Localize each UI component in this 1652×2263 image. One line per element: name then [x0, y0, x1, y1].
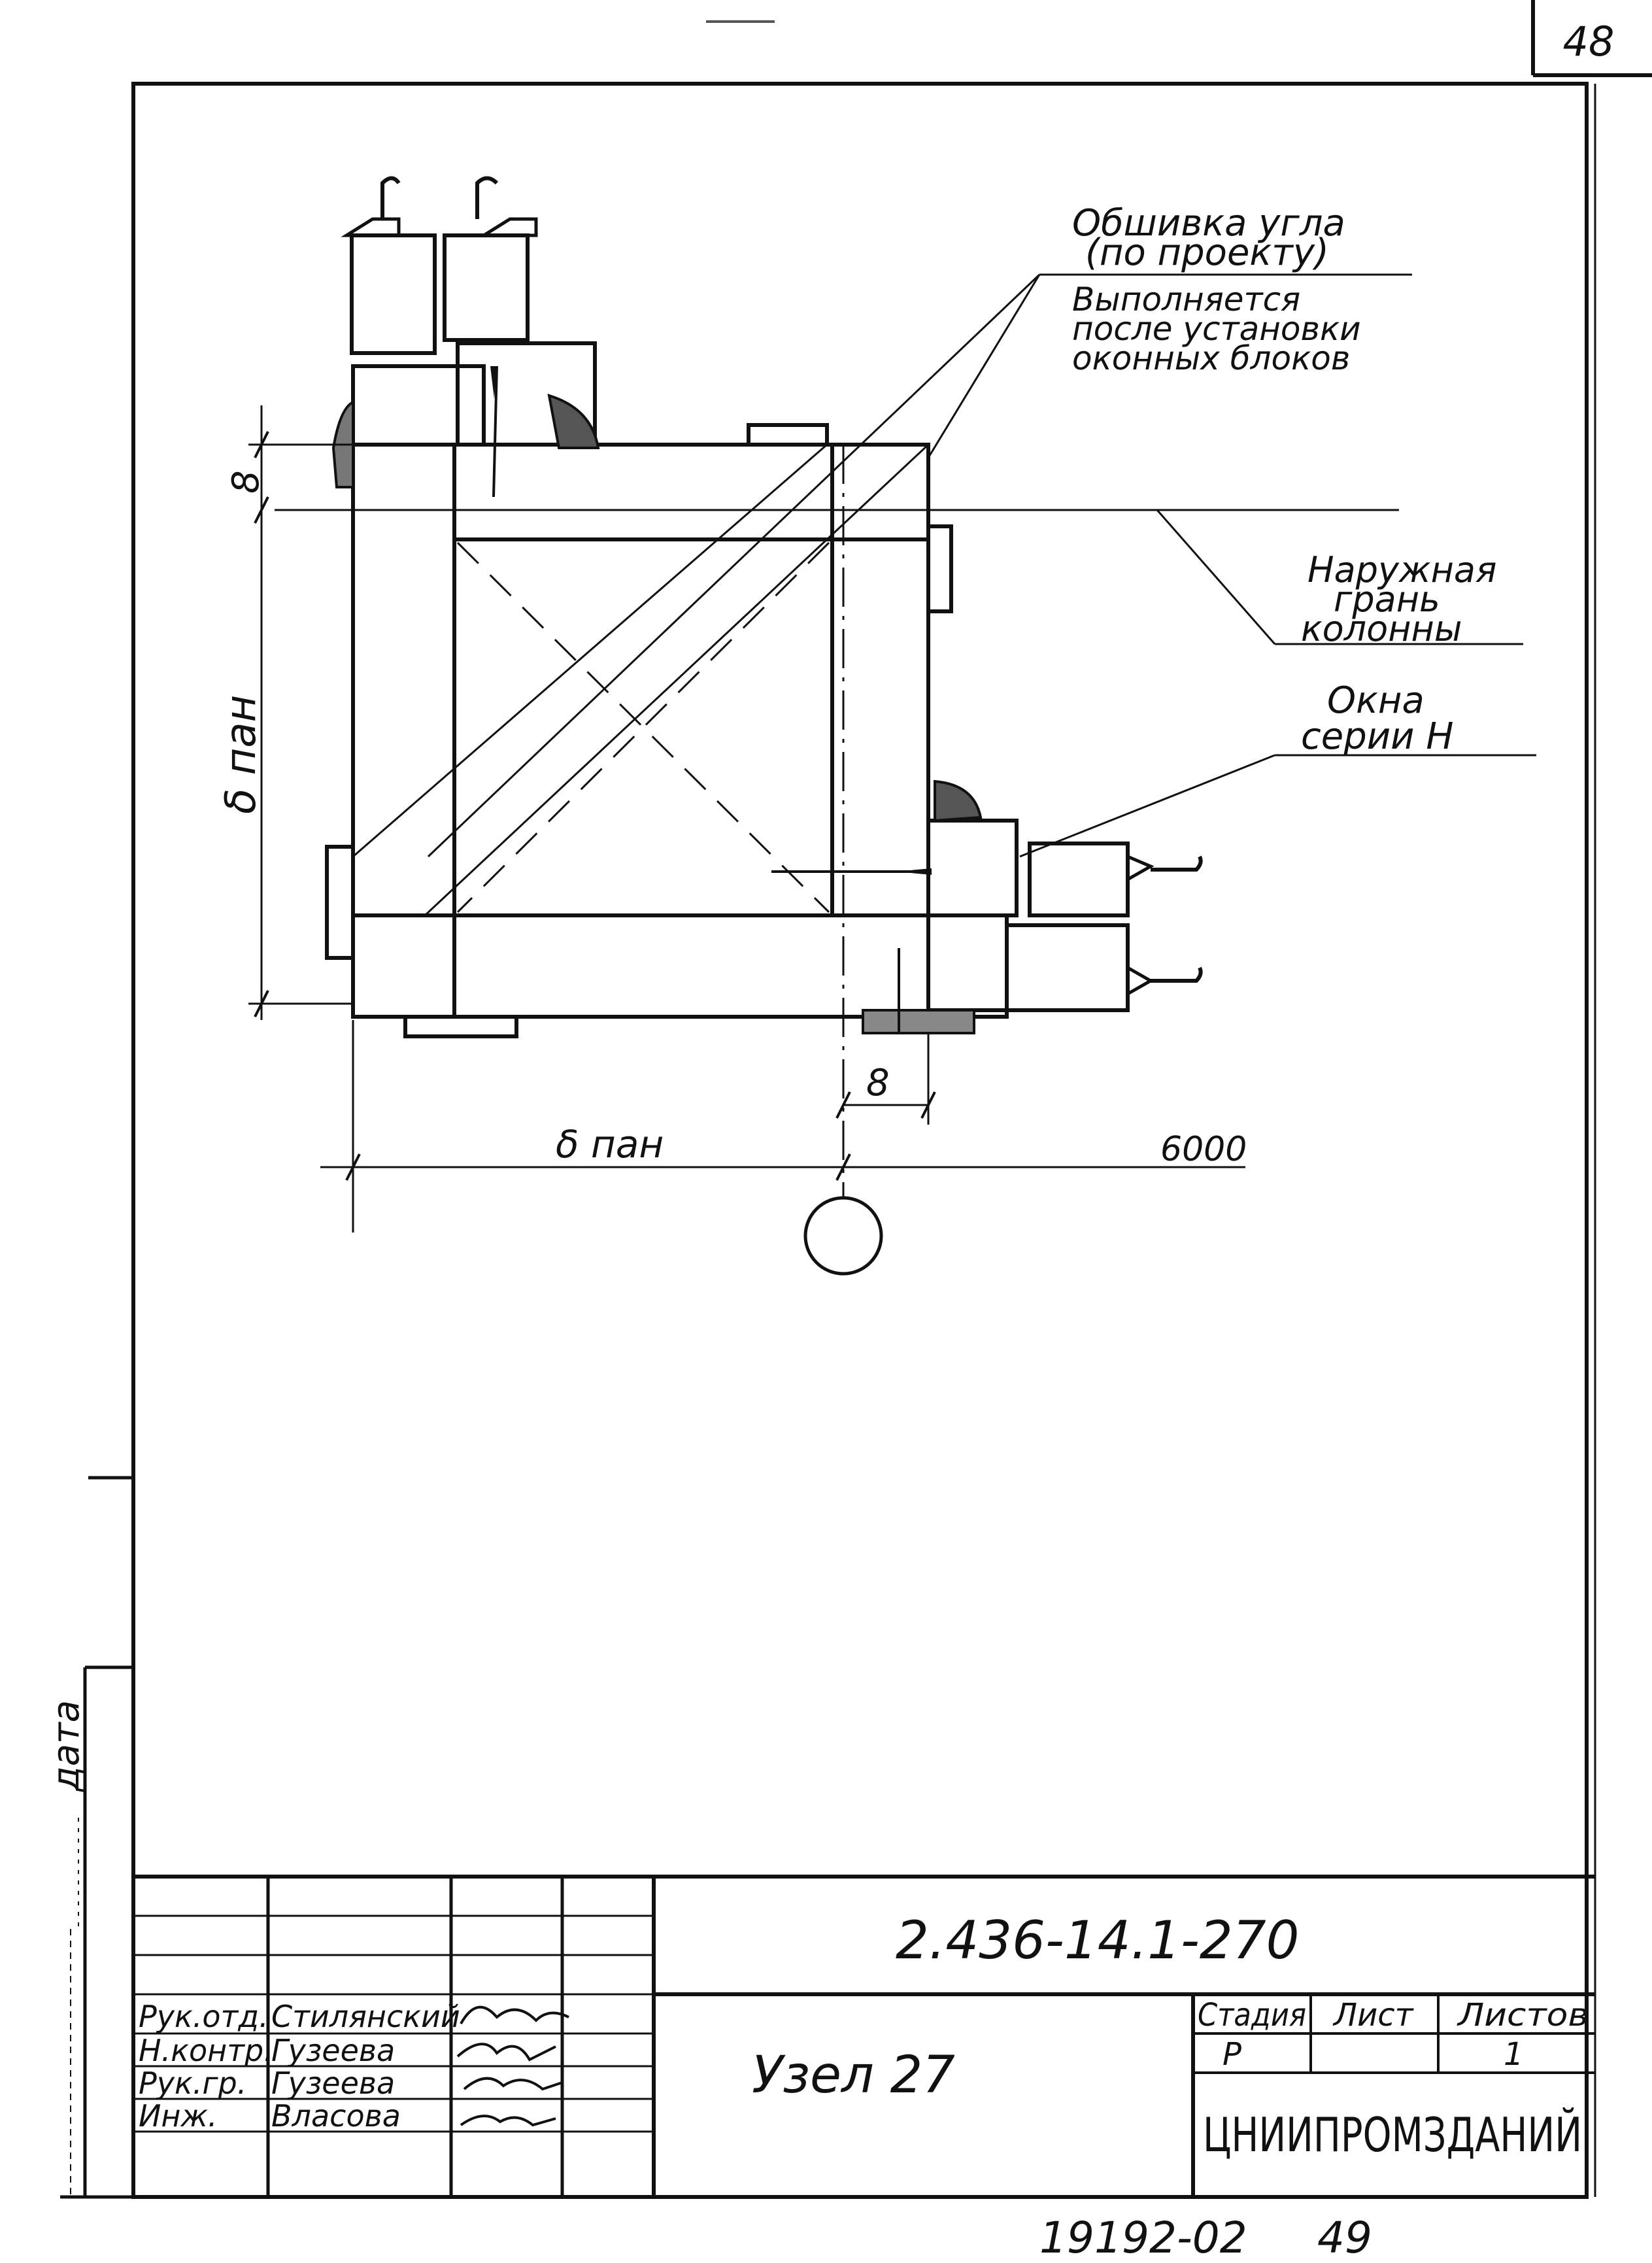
callout-leaders — [427, 273, 1536, 858]
dimension-top-gap: 8 — [225, 405, 353, 524]
vertical-wall-panel — [351, 443, 456, 1019]
dimension-vertical-panel: δ пан — [217, 510, 353, 1020]
sheets-value: 1 — [1504, 2036, 1524, 2073]
signature-name-3: Гузеева — [271, 2066, 395, 2101]
grid-axis-marker — [803, 1196, 883, 1276]
title-block: 2.436-14.1-270 Узел 27 ЦНИИПРОМЗДАНИЙ Ст… — [133, 1875, 1595, 2197]
callout-windows-line2: серии Н — [1301, 715, 1454, 758]
callout-windows-line1: Окна — [1327, 679, 1424, 722]
signature-role-4: Инж. — [139, 2098, 218, 2134]
fastener-brackets — [325, 423, 953, 1038]
callout-after-install-line2: после установки — [1072, 310, 1361, 348]
side-stamp-label: дата — [45, 1700, 88, 1792]
drawing-frame — [131, 82, 1589, 2199]
dimension-right-gap-label: 8 — [866, 1062, 890, 1104]
handwritten-signatures — [456, 2005, 569, 2127]
callout-cladding-line2: (по проекту) — [1085, 231, 1329, 274]
callout-outer-face-line1: Наружная — [1307, 549, 1496, 590]
window-block-top — [331, 176, 600, 498]
page-number: 48 — [1563, 18, 1615, 65]
footer-page: 49 — [1317, 2213, 1372, 2263]
corner-node-drawing: 8 δ пан 8 δ пан 6000 — [217, 176, 1536, 1276]
stage-header: Стадия — [1198, 1997, 1306, 2033]
callout-after-install-line1: Выполняется — [1072, 281, 1300, 318]
signature-role-1: Рук.отд. — [139, 1999, 269, 2034]
callout-outer-face-line2: грань — [1334, 579, 1440, 620]
horizontal-wall-panel — [351, 913, 1009, 1019]
org-name: ЦНИИПРОМЗДАНИЙ — [1203, 2107, 1582, 2162]
window-block-right — [771, 779, 1203, 1034]
signature-role-2: Н.контр. — [139, 2033, 273, 2068]
dimension-right-gap: 8 — [835, 1033, 936, 1125]
doc-code: 2.436-14.1-270 — [896, 1910, 1300, 1971]
top-cladding-panel — [452, 443, 930, 541]
signature-name-1: Стилянский — [271, 1999, 460, 2034]
dimension-grid-spacing-label: 6000 — [1160, 1130, 1247, 1169]
column-section — [452, 537, 834, 917]
page-number-box: 48 — [1531, 0, 1652, 77]
footer-code: 19192-02 — [1039, 2213, 1247, 2263]
dimension-horizontal: δ пан 6000 — [320, 1020, 1247, 1233]
dimension-vertical-panel-label: δ пан — [217, 695, 265, 814]
sheets-header: Листов — [1457, 1997, 1589, 2033]
callout-after-install-line3: оконных блоков — [1072, 339, 1350, 377]
sheet-title: Узел 27 — [752, 2046, 955, 2105]
signature-name-2: Гузеева — [271, 2033, 395, 2068]
binding-field: дата — [45, 1476, 133, 2199]
right-cladding-panel — [830, 443, 930, 917]
callout-cladding-line1: Обшивка угла — [1072, 202, 1345, 245]
sheet-header: Лист — [1332, 1997, 1415, 2033]
dimension-top-gap-label: 8 — [225, 470, 267, 494]
stage-value: Р — [1222, 2036, 1241, 2073]
dimension-horizontal-panel-label: δ пан — [556, 1122, 664, 1166]
callout-outer-face-line3: колонны — [1301, 608, 1462, 649]
signature-role-3: Рук.гр. — [139, 2066, 246, 2101]
signature-name-4: Власова — [271, 2098, 401, 2134]
